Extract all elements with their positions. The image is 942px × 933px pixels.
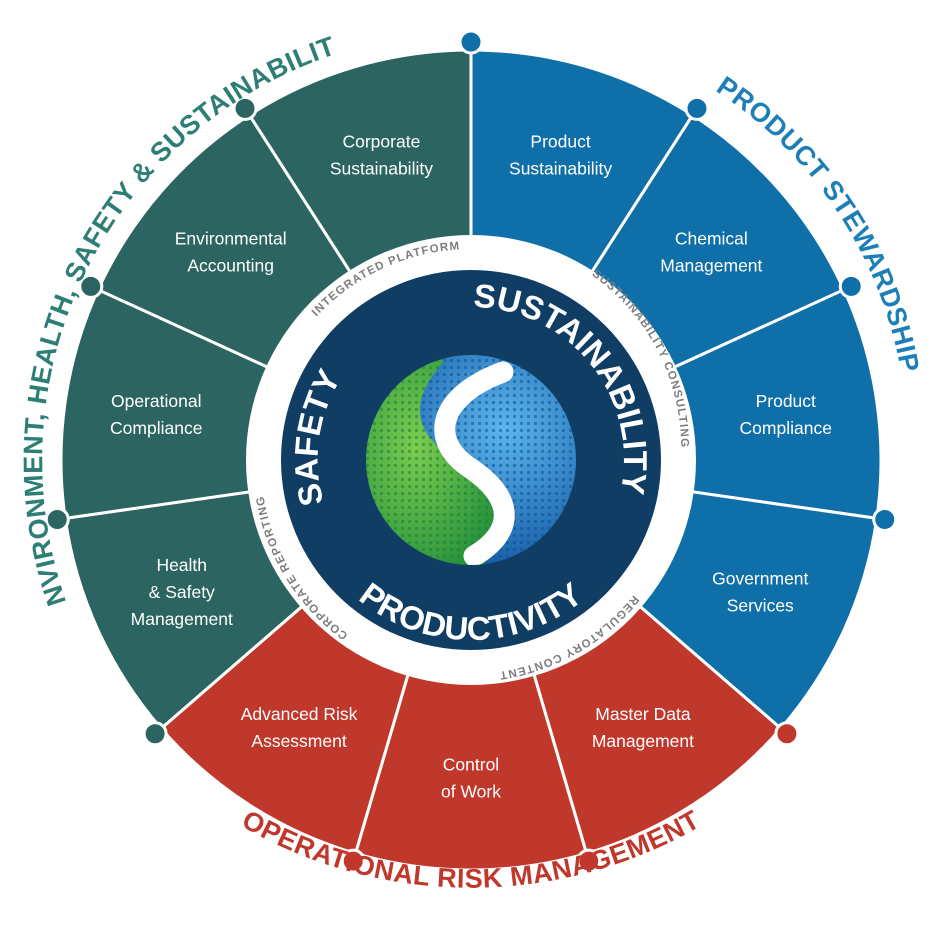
segment-label-line: & Safety (149, 582, 215, 602)
segment-label-line: Operational (111, 391, 201, 411)
connector-dot (872, 506, 898, 532)
segment-label-line: Government (712, 569, 808, 589)
connector-dot (142, 721, 168, 747)
connector-dot (458, 29, 484, 55)
segment-label: Control of Work (441, 755, 501, 802)
segment-label-line: Services (727, 596, 794, 616)
segment-label-line: Compliance (110, 418, 202, 438)
logo-sphere-icon (366, 355, 576, 565)
segment-label-line: Assessment (251, 731, 346, 751)
segment-label-line: Product (530, 131, 590, 151)
segment-label-line: Accounting (187, 255, 274, 275)
connector-dot (340, 848, 366, 874)
segment-label-line: Sustainability (509, 158, 612, 178)
connector-dots (44, 29, 898, 874)
segment-label-line: Compliance (740, 418, 832, 438)
connector-dot (684, 95, 710, 121)
segment-label-line: Product (756, 391, 816, 411)
segment-label-line: Management (131, 609, 233, 629)
segment-label-line: of Work (441, 782, 501, 802)
connector-dot (44, 506, 70, 532)
segment-label-line: Chemical (675, 228, 748, 248)
segment-label-line: Management (592, 731, 694, 751)
segment-label-line: Sustainability (330, 158, 433, 178)
connector-dot (838, 273, 864, 299)
segment-label-line: Environmental (175, 228, 287, 248)
segment-label-line: Control (443, 755, 499, 775)
connector-dot (774, 721, 800, 747)
segment-label-line: Health (156, 555, 207, 575)
connector-dot (78, 273, 104, 299)
segment-label-line: Advanced Risk (241, 704, 358, 724)
connector-dot (576, 848, 602, 874)
segment-label-line: Master Data (595, 704, 691, 724)
segments-layer (59, 48, 883, 872)
segment-label-line: Management (660, 255, 762, 275)
segment-label-line: Corporate (342, 131, 420, 151)
connector-dot (232, 95, 258, 121)
